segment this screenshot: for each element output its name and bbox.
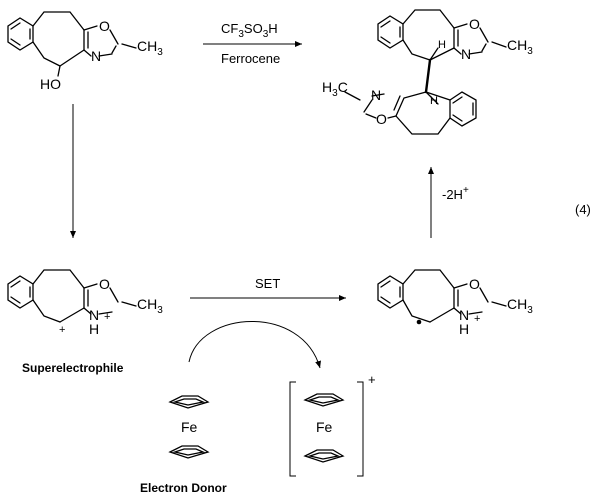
electron-donor-label: Electron Donor (140, 481, 227, 495)
methyl-group: CH3 (507, 296, 533, 316)
dimer-product: O N CH3 H H N O H3C (322, 9, 533, 135)
cyclopentadienyl-top (304, 393, 344, 407)
methyl-group-lower: H3C (322, 79, 348, 99)
hydroxyl-group: HO (40, 76, 61, 92)
methyl-group: CH3 (137, 38, 163, 58)
cyclopentadienyl-top (169, 395, 209, 409)
set-label: SET (255, 276, 280, 291)
right-bracket (357, 381, 364, 477)
iron-atom: Fe (316, 419, 333, 435)
nh-hydrogen: H (459, 321, 469, 337)
oxygen-atom: O (99, 18, 110, 34)
nitrogen-atom: N (89, 307, 99, 323)
cyclopentadienyl-bottom (169, 445, 209, 459)
superelectrophile-label: Superelectrophile (22, 361, 124, 375)
positive-charge-n: + (474, 313, 480, 325)
nitrogen-atom-lower: N (371, 87, 381, 103)
positive-charge-n: + (104, 311, 110, 323)
hydrogen-lower: H (430, 95, 438, 107)
left-bracket (289, 381, 296, 477)
acid-reagent: CF3SO3H (221, 21, 278, 40)
superelectrophile-structure: O N H + + CH3 (7, 269, 163, 337)
nitrogen-atom: N (459, 307, 469, 323)
radical-intermediate: O N H + CH3 (377, 269, 533, 337)
nh-hydrogen: H (89, 321, 99, 337)
ferrocene-reagent: Ferrocene (221, 51, 280, 66)
positive-charge-c: + (59, 324, 65, 336)
ferrocenium-cation: + Fe (289, 372, 376, 477)
nitrogen-atom: N (91, 48, 101, 64)
radical-dot (416, 319, 422, 325)
set-arrow: SET (188, 276, 346, 369)
deprotonation-label: -2H+ (442, 185, 469, 202)
oxygen-atom: O (469, 276, 480, 292)
iron-atom: Fe (181, 419, 198, 435)
oxygen-atom-upper: O (469, 16, 480, 32)
hydrogen-upper: H (438, 39, 446, 51)
electron-transfer-curve (188, 321, 321, 369)
methyl-group-upper: CH3 (507, 37, 533, 57)
deprotonation-arrow: -2H+ (428, 167, 469, 238)
equation-number: (4) (575, 202, 591, 217)
starting-material: O N CH3 HO (7, 11, 163, 92)
methyl-group: CH3 (137, 296, 163, 316)
cation-charge: + (368, 372, 376, 387)
cyclopentadienyl-bottom (304, 449, 344, 463)
ferrocene-donor: Fe (169, 395, 209, 459)
nitrogen-atom-upper: N (461, 46, 471, 62)
oxygen-atom: O (99, 276, 110, 292)
top-reaction-arrow: CF3SO3H Ferrocene (203, 21, 302, 66)
oxygen-atom-lower: O (376, 111, 387, 127)
